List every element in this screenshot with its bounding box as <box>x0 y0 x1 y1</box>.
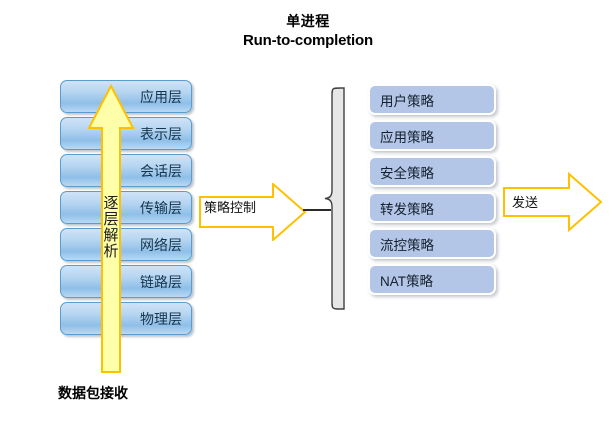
policy-item-forwarding[interactable]: 转发策略 <box>368 192 496 223</box>
osi-layer-label: 网络层 <box>140 236 182 253</box>
osi-layer-application[interactable]: 应用层 <box>60 80 192 113</box>
policy-item-label: 安全策略 <box>380 165 434 181</box>
send-arrow-icon <box>503 172 603 232</box>
osi-layer-physical[interactable]: 物理层 <box>60 302 192 335</box>
osi-layer-label: 传输层 <box>140 199 182 216</box>
policy-engine-list: 用户策略 应用策略 安全策略 转发策略 流控策略 NAT策略 <box>368 84 496 295</box>
up-arrow-char: 析 <box>103 242 119 260</box>
policy-control-arrow-icon <box>199 183 307 241</box>
send-arrow-shape <box>503 172 603 232</box>
policy-control-arrow-shape <box>199 183 307 241</box>
policy-item-label: 流控策略 <box>380 237 434 253</box>
left-curly-brace-icon <box>324 87 345 310</box>
brace-shape <box>324 87 345 310</box>
policy-item-label: 应用策略 <box>380 129 434 145</box>
up-arrow-char: 层 <box>103 210 119 228</box>
osi-layer-label: 应用层 <box>140 88 182 105</box>
policy-item-security[interactable]: 安全策略 <box>368 156 496 187</box>
page-title: 单进程 Run-to-completion <box>0 12 616 51</box>
policy-control-arrow-label: 策略控制 <box>204 200 257 215</box>
title-line-chinese: 单进程 <box>286 13 330 29</box>
up-arrow-label: 逐 层 解 析 <box>89 196 133 260</box>
policy-item-label: 用户策略 <box>380 93 434 109</box>
osi-layer-presentation[interactable]: 表示层 <box>60 117 192 150</box>
policy-item-label: 转发策略 <box>380 201 434 217</box>
policy-item-flow-control[interactable]: 流控策略 <box>368 228 496 259</box>
policy-item-user[interactable]: 用户策略 <box>368 84 496 115</box>
osi-layer-datalink[interactable]: 链路层 <box>60 265 192 298</box>
osi-layer-label: 物理层 <box>140 310 182 327</box>
up-arrow-char: 逐 <box>103 195 119 212</box>
title-line-english: Run-to-completion <box>243 31 373 49</box>
policy-item-application[interactable]: 应用策略 <box>368 120 496 151</box>
osi-layer-session[interactable]: 会话层 <box>60 154 192 187</box>
packet-receive-caption: 数据包接收 <box>58 385 128 401</box>
send-arrow-label: 发送 <box>512 195 539 210</box>
policy-item-label: NAT策略 <box>380 273 433 289</box>
osi-layer-label: 会话层 <box>140 162 182 179</box>
osi-layer-label: 链路层 <box>140 273 182 290</box>
policy-item-nat[interactable]: NAT策略 <box>368 264 496 295</box>
up-arrow-char: 解 <box>103 226 119 244</box>
osi-layer-label: 表示层 <box>140 125 182 142</box>
arrow-brace-connector <box>303 209 331 211</box>
